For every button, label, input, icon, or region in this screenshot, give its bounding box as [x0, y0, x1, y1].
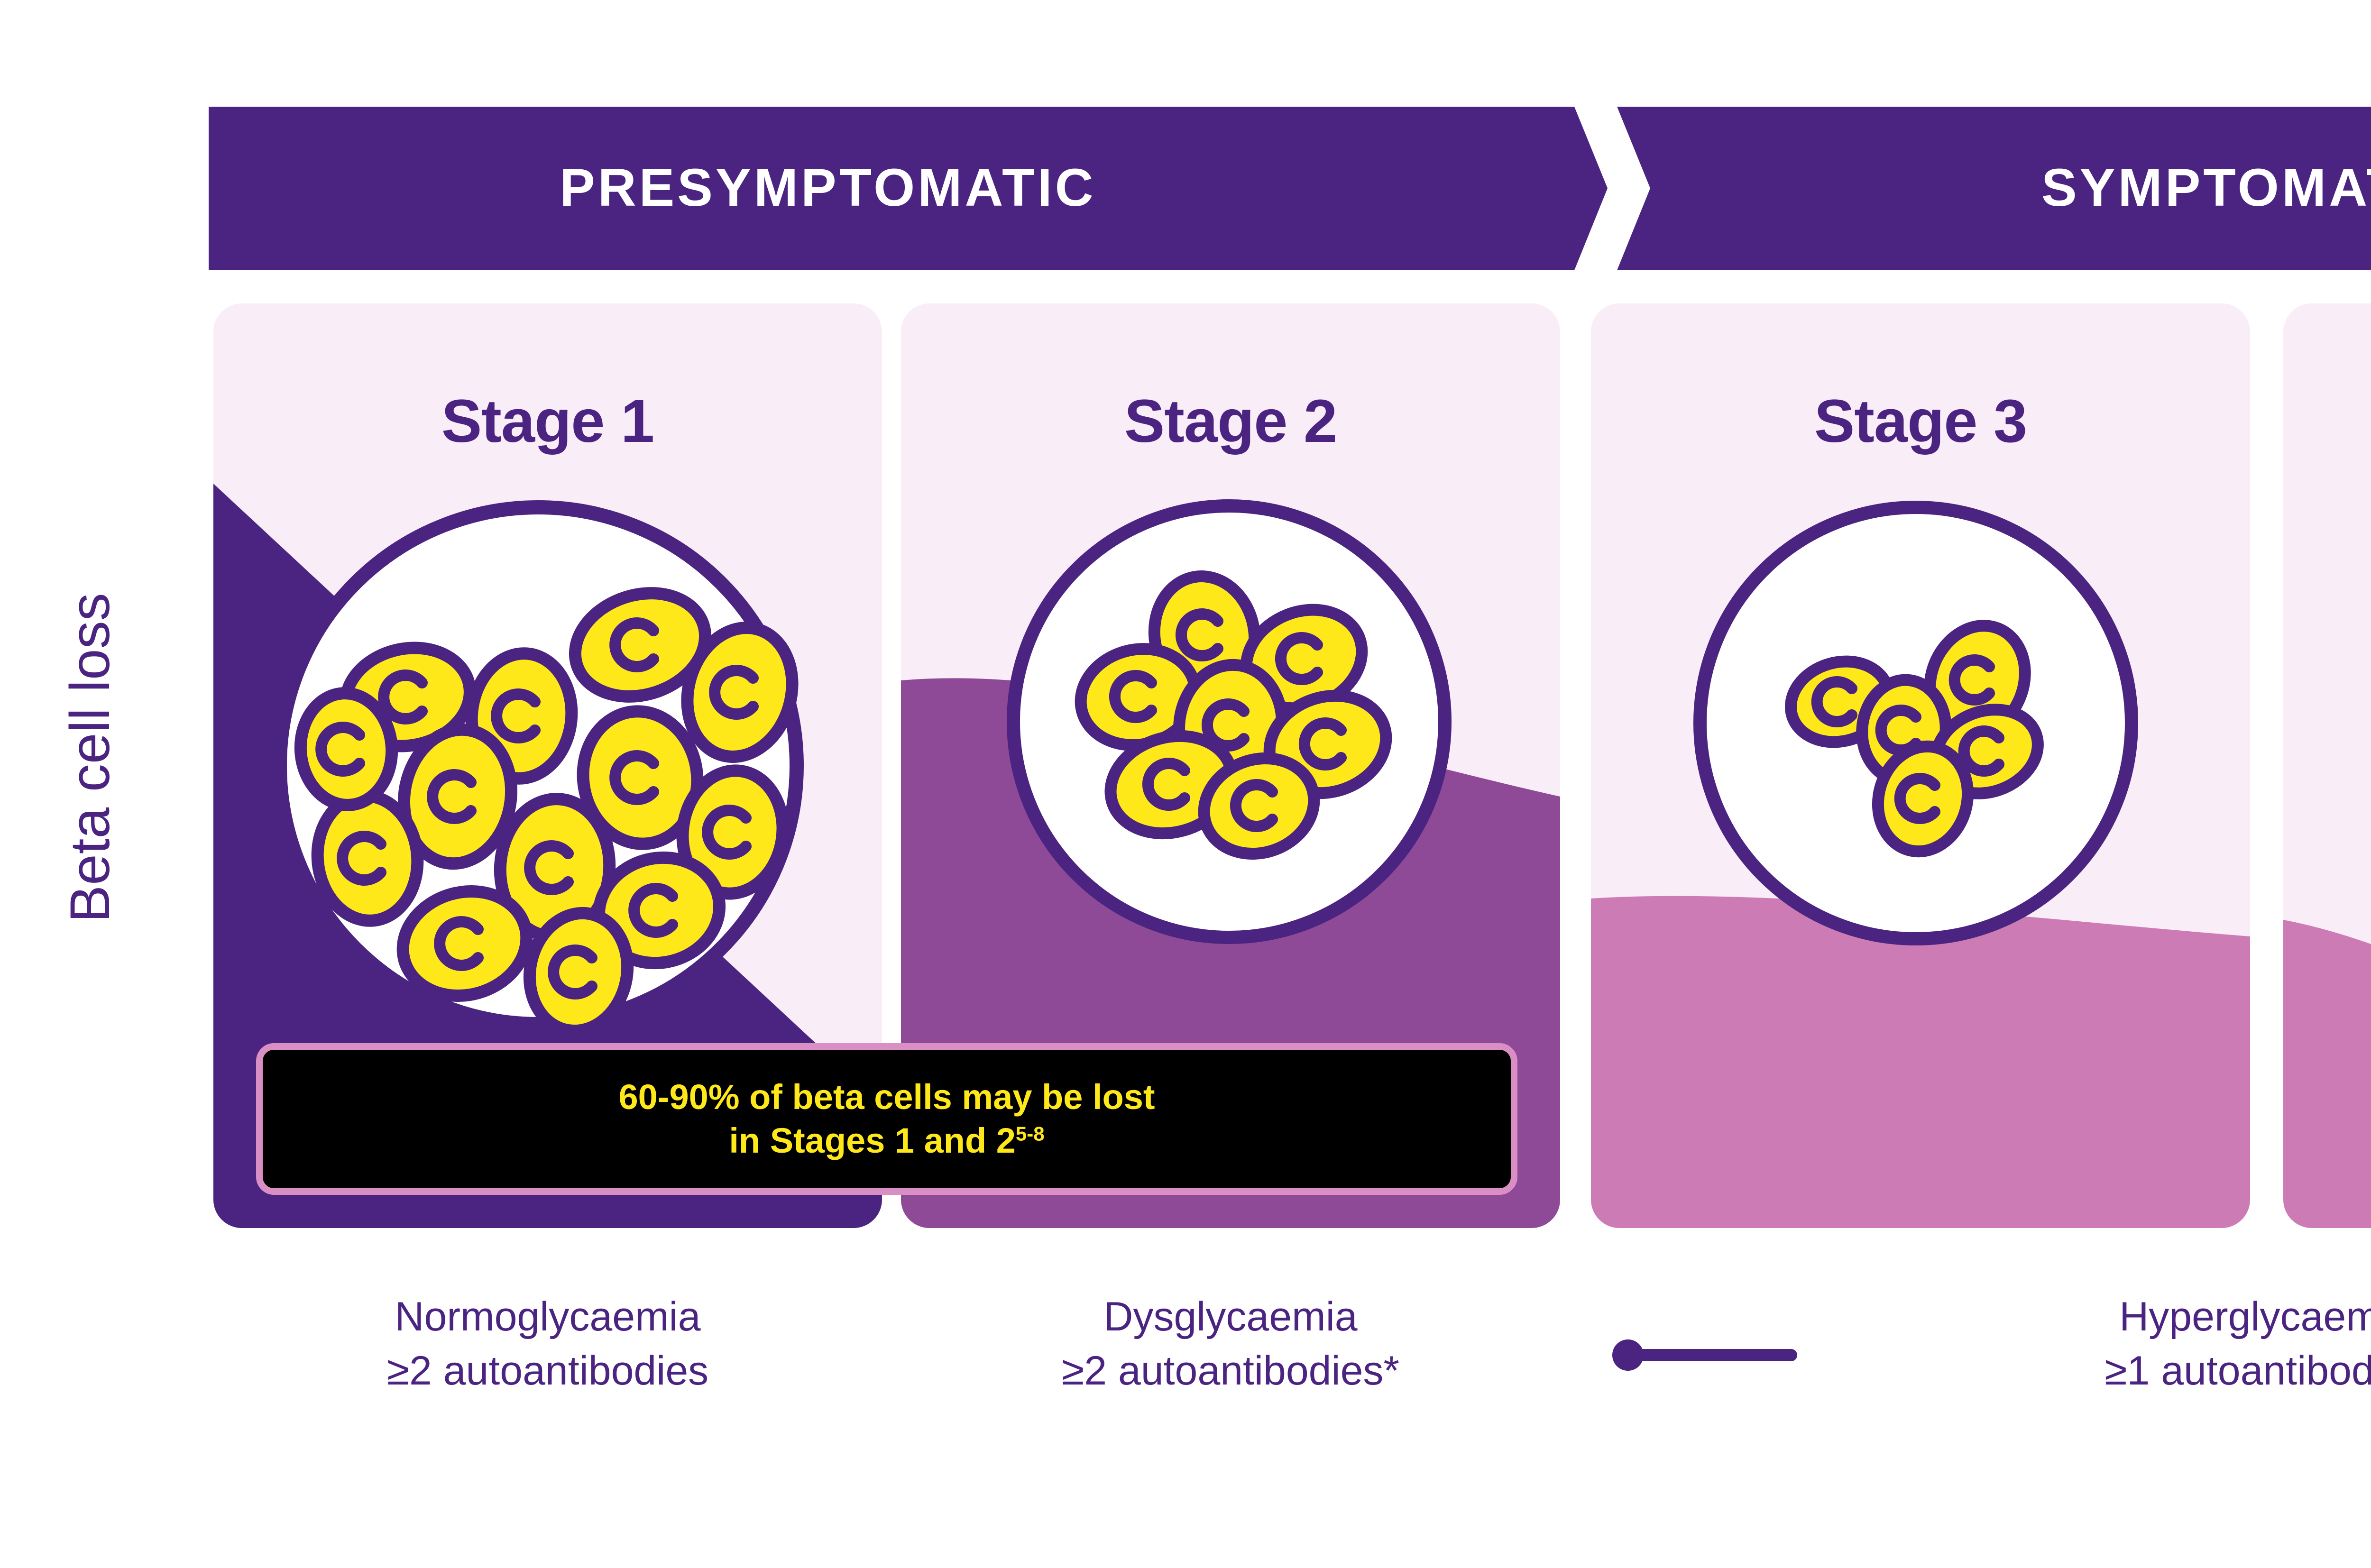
callout-superscript: 5-8	[1015, 1122, 1045, 1145]
banner-label-symptomatic: SYMPTOMATIC	[2041, 158, 2371, 217]
footer-1-line-1: Normoglycaemia	[395, 1294, 701, 1339]
stage-2-title: Stage 2	[1124, 387, 1337, 455]
callout-line-2: in Stages 1 and 25-8	[729, 1119, 1044, 1163]
islet-illustration-stage-2	[1007, 499, 1452, 944]
y-axis-label: Beta cell loss	[59, 593, 121, 923]
stage-1-title: Stage 1	[441, 387, 654, 455]
footer-2-line-1: Dysglycaemia	[1103, 1294, 1358, 1339]
phase-banner: PRESYMPTOMATIC SYMPTOMATIC	[0, 0, 2371, 313]
banner-label-presymptomatic: PRESYMPTOMATIC	[560, 158, 1096, 217]
stage-3-title: Stage 3	[1814, 387, 2027, 455]
hyperglycaemia-range-line-left	[1627, 1349, 1797, 1361]
footer-3-line-2: ≥1 autoantibodies	[2104, 1348, 2371, 1394]
islet-illustration-stage-3	[1693, 501, 2138, 945]
footer-label-hyperglycaemia: Hyperglycaemia ≥1 autoantibodies	[1591, 1290, 2371, 1398]
islet-illustration-stage-4	[2366, 493, 2371, 958]
footer-label-normoglycaemia: Normoglycaemia ≥2 autoantibodies	[213, 1290, 882, 1398]
stage-card-3[interactable]: Stage 3	[1591, 303, 2250, 1228]
banner-shape	[209, 107, 2371, 270]
stage-4-background-wedge	[2283, 303, 2371, 1228]
footer-2-line-2: ≥2 autoantibodies*	[1062, 1348, 1399, 1394]
callout-line-2-text: in Stages 1 and 2	[729, 1121, 1016, 1160]
callout-line-1: 60-90% of beta cells may be lost	[618, 1077, 1155, 1117]
footer-1-line-2: ≥2 autoantibodies	[386, 1348, 709, 1394]
beta-cell-loss-callout: 60-90% of beta cells may be lost in Stag…	[256, 1043, 1517, 1195]
stage-card-4[interactable]: Stage 4	[2283, 303, 2371, 1228]
islet-illustration-stage-1	[273, 500, 804, 1037]
footer-label-dysglycaemia: Dysglycaemia ≥2 autoantibodies*	[901, 1290, 1560, 1398]
stage-4-title: Stage 4	[2283, 386, 2371, 456]
symptomatic-segment	[1617, 107, 2371, 270]
footer-3-line-1: Hyperglycaemia	[2119, 1294, 2371, 1339]
presymptomatic-segment	[209, 107, 1608, 270]
